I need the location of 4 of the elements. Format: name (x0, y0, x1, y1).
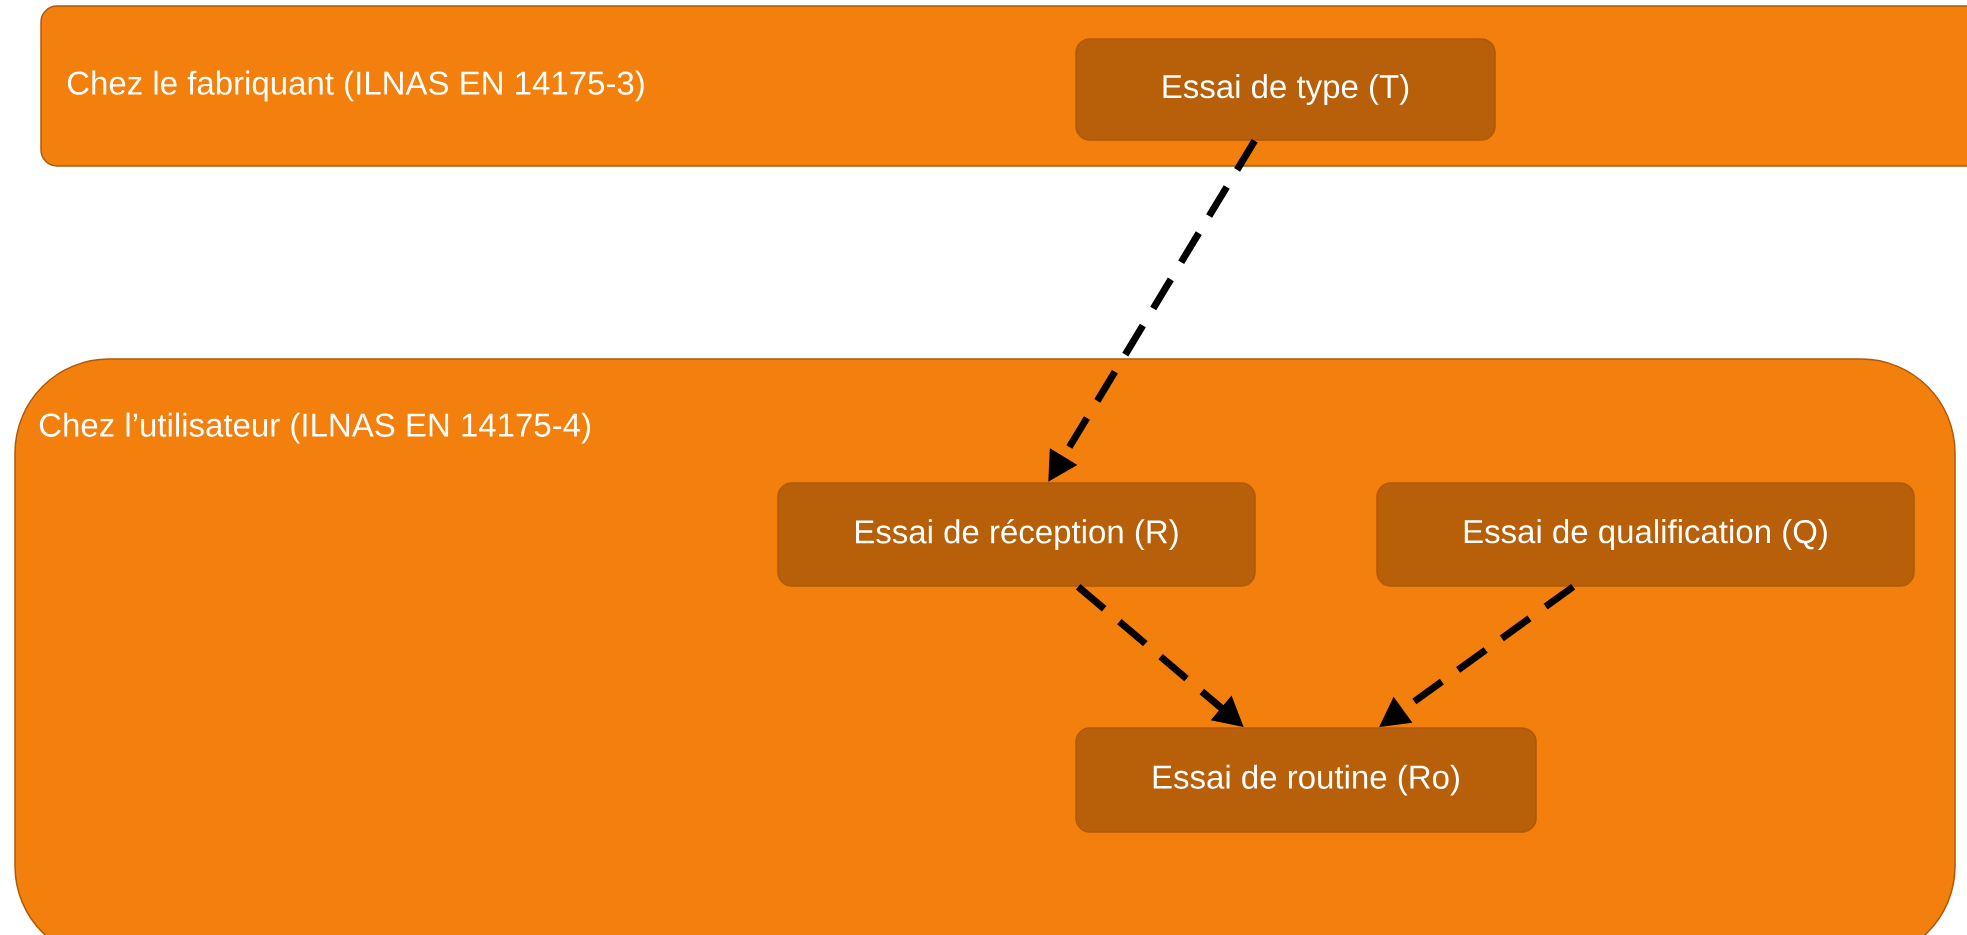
test-box: Essai de qualification (Q) (1376, 482, 1915, 587)
test-box: Essai de routine (Ro) (1075, 727, 1537, 833)
test-box: Essai de type (T) (1075, 38, 1496, 141)
test-box: Essai de réception (R) (777, 482, 1256, 587)
